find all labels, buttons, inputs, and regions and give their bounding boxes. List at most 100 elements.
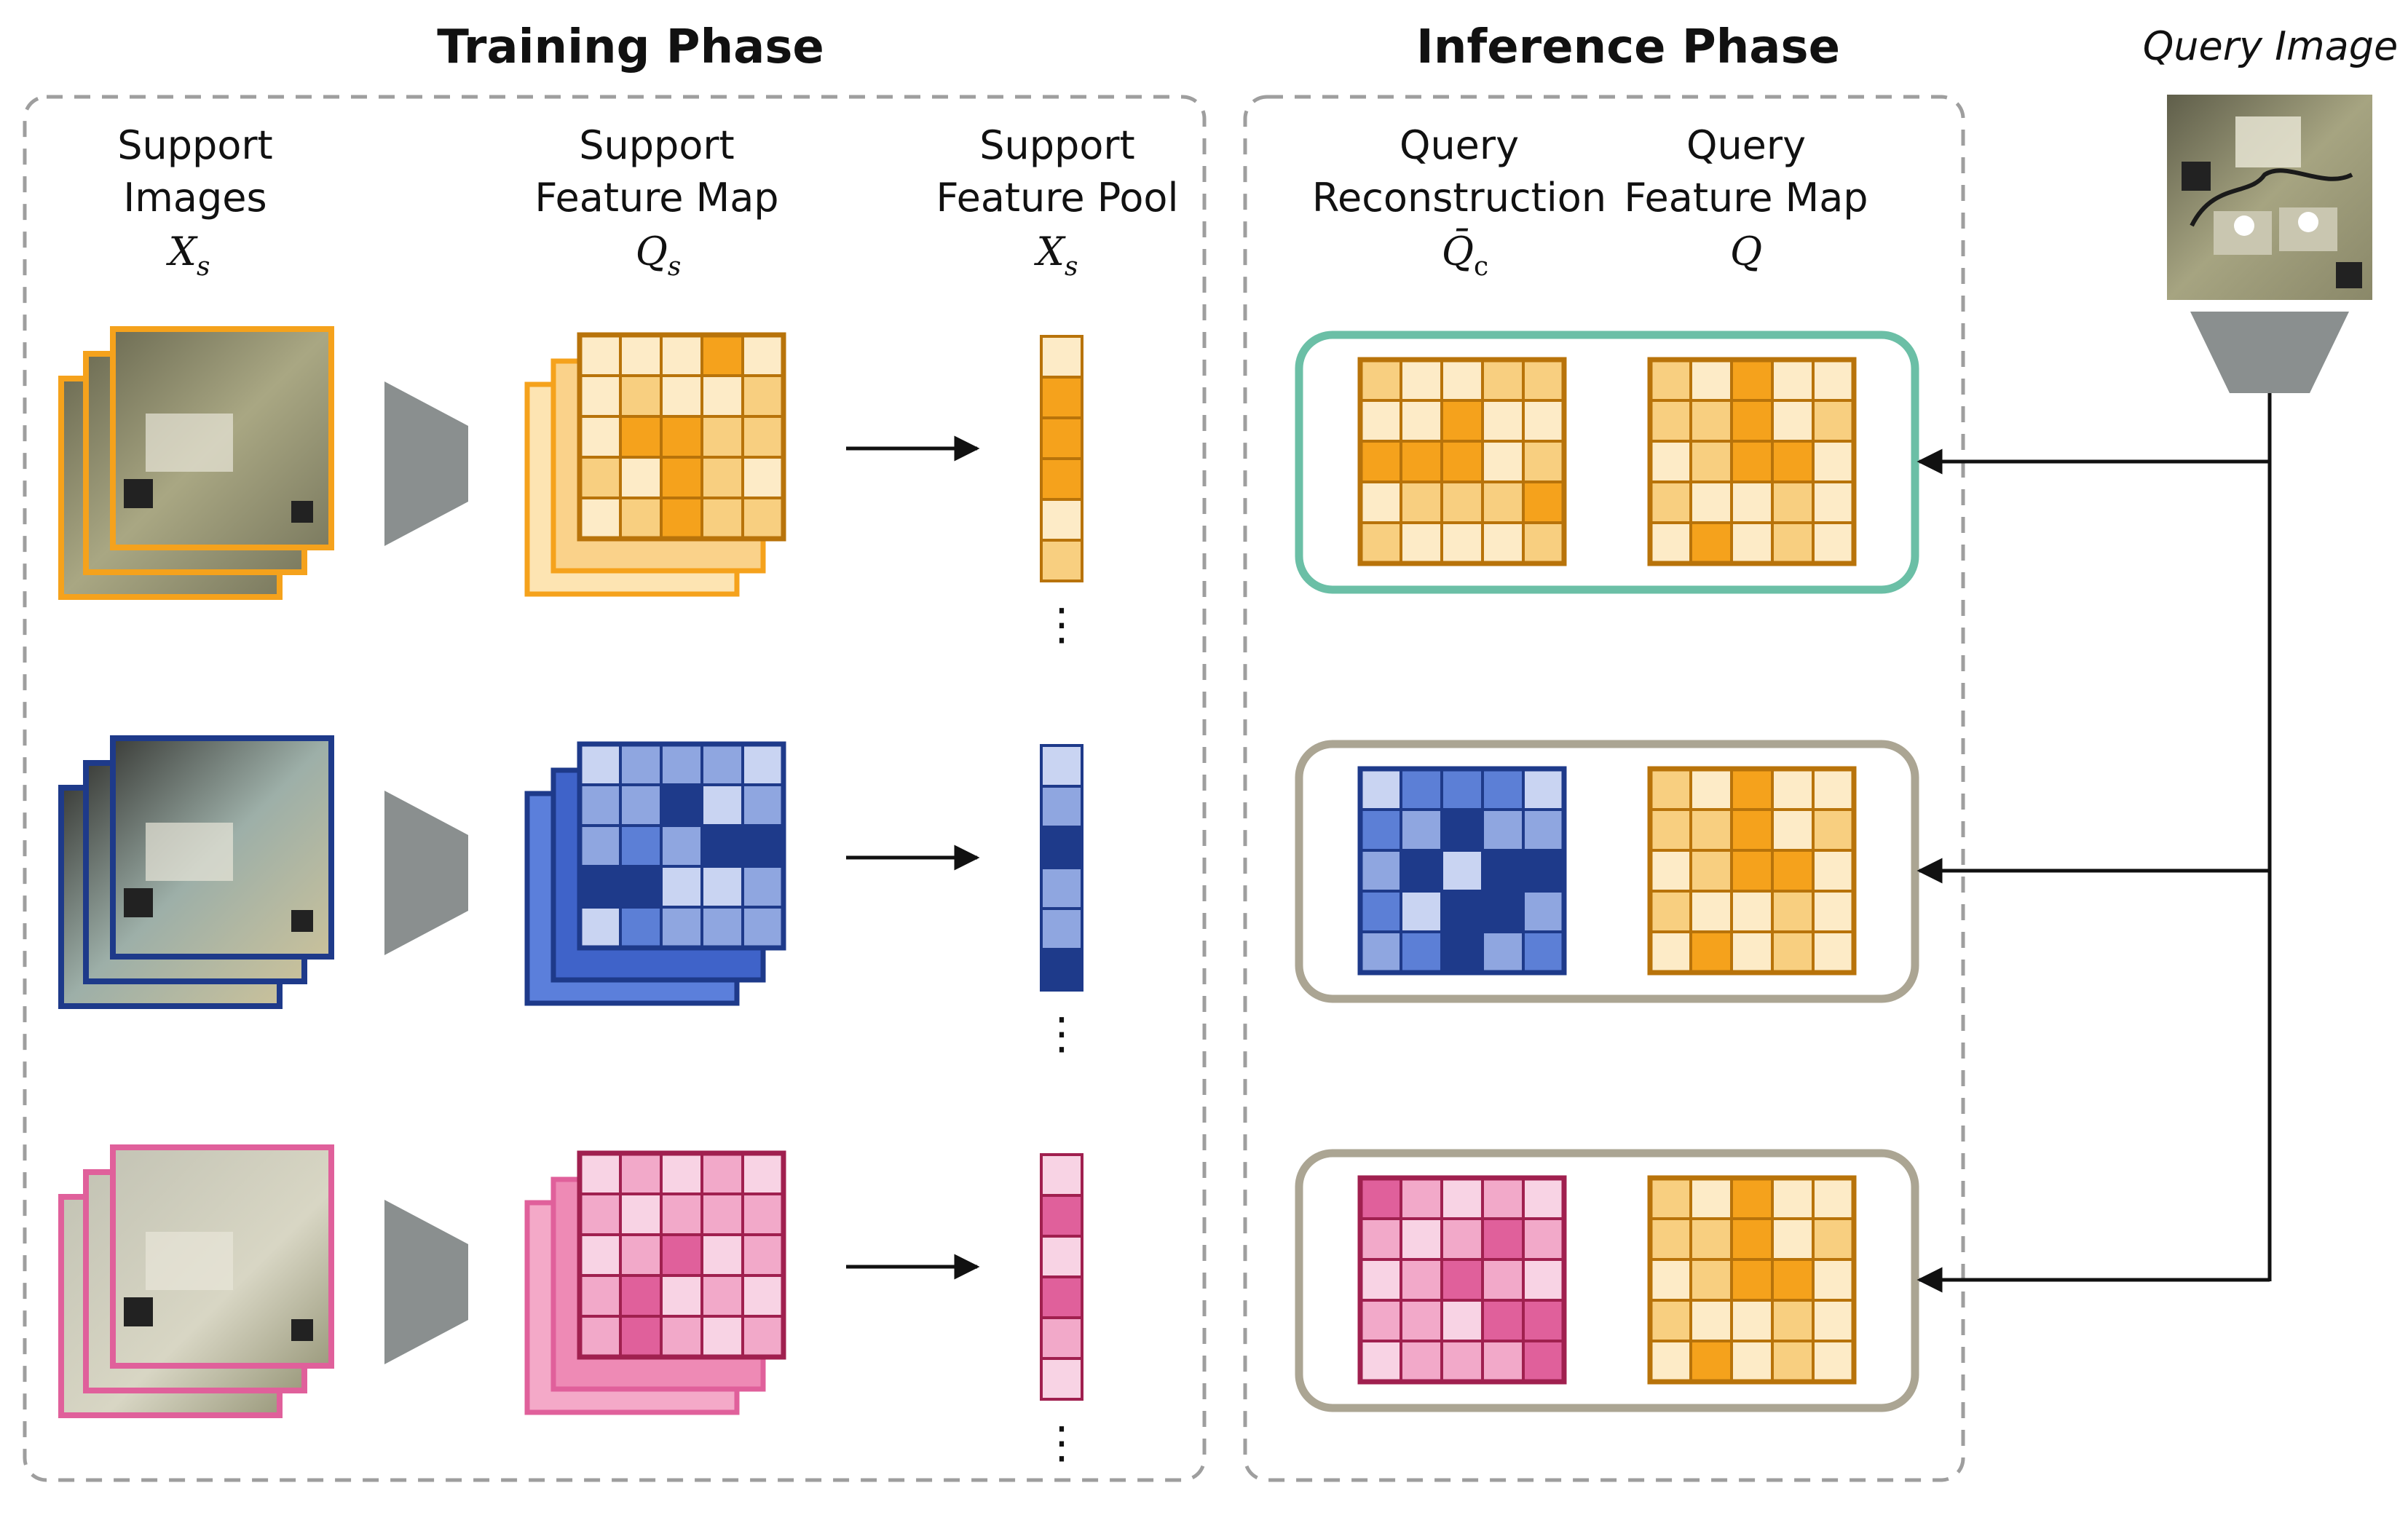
- feature-cell: [1649, 808, 1692, 852]
- feature-cell: [1812, 1340, 1855, 1383]
- feature-cell: [1359, 358, 1402, 402]
- feature-cell: [1771, 849, 1815, 893]
- feature-cell: [700, 374, 744, 418]
- feature-cell: [1481, 1258, 1525, 1302]
- header-support-feature-map-letter: Q: [636, 229, 668, 274]
- feature-cell: [578, 906, 622, 949]
- feature-cell: [1771, 890, 1815, 933]
- feature-cell: [1812, 440, 1855, 483]
- query-reconstruction-pink: [1357, 1175, 1567, 1385]
- feature-cell: [700, 906, 744, 949]
- feature-cell: [660, 497, 703, 540]
- pool-cell: [1040, 1316, 1083, 1360]
- feature-cell: [1359, 1176, 1402, 1220]
- feature-cell: [1359, 1340, 1402, 1383]
- feature-cell: [1522, 930, 1566, 974]
- feature-cell: [741, 374, 785, 418]
- feature-cell: [619, 1152, 663, 1195]
- pool-cell: [1040, 1275, 1083, 1319]
- feature-cell: [1359, 1217, 1402, 1261]
- feature-cell: [1440, 480, 1484, 524]
- feature-cell: [1522, 440, 1566, 483]
- feature-cell: [1481, 849, 1525, 893]
- header-support-images-symbol: Xs: [166, 229, 210, 282]
- header-support-feature-pool-line2: Feature Pool: [936, 175, 1179, 221]
- feature-cell: [1522, 1299, 1566, 1342]
- header-support-feature-pool: Support Feature Pool Xs: [936, 122, 1179, 282]
- feature-cell: [700, 456, 744, 499]
- support-feature-map-pink-outline: [577, 1150, 786, 1360]
- feature-cell: [1400, 358, 1443, 402]
- header-query-reconstruction-symbol: Q̄c: [1442, 228, 1488, 282]
- feature-cell: [741, 497, 785, 540]
- feature-cell: [1481, 930, 1525, 974]
- feature-cell: [1359, 808, 1402, 852]
- feature-cell: [1522, 1176, 1566, 1220]
- query-reconstruction-orange: [1357, 357, 1567, 566]
- feature-cell: [1440, 1299, 1484, 1342]
- feature-cell: [1771, 399, 1815, 443]
- feature-cell: [578, 1192, 622, 1236]
- feature-cell: [1689, 440, 1733, 483]
- query-feature-map-blue: [1647, 766, 1857, 976]
- support-image-marker: [124, 479, 153, 508]
- feature-cell: [619, 824, 663, 868]
- feature-cell: [1481, 890, 1525, 933]
- query-reconstruction-pink-outline: [1357, 1175, 1567, 1385]
- feature-cell: [1649, 1217, 1692, 1261]
- feature-cell: [1359, 440, 1402, 483]
- feature-cell: [1481, 1299, 1525, 1342]
- feature-cell: [1649, 358, 1692, 402]
- feature-cell: [700, 1192, 744, 1236]
- header-query-reconstruction-letter: Q̄: [1442, 228, 1474, 274]
- feature-cell: [578, 1274, 622, 1318]
- feature-cell: [1730, 890, 1774, 933]
- query-feature-map-pink: [1647, 1175, 1857, 1385]
- feature-cell: [1730, 849, 1774, 893]
- feature-cell: [1649, 1258, 1692, 1302]
- support-image-object: [146, 414, 233, 472]
- feature-cell: [700, 824, 744, 868]
- feature-cell: [1812, 1258, 1855, 1302]
- feature-cell: [1400, 930, 1443, 974]
- support-feature-pool-blue: ⋮: [1040, 744, 1083, 1059]
- feature-cell: [578, 824, 622, 868]
- header-query-reconstruction-line1: Query: [1400, 122, 1519, 168]
- support-feature-map-stack-pink: [524, 1150, 786, 1415]
- comparison-box-orange: [1295, 331, 1919, 594]
- pool-cell: [1040, 948, 1083, 992]
- feature-cell: [1440, 930, 1484, 974]
- feature-cell: [741, 333, 785, 377]
- query-feature-map-pink-outline: [1647, 1175, 1857, 1385]
- feature-cell: [660, 1192, 703, 1236]
- feature-cell: [1771, 930, 1815, 974]
- feature-cell: [1812, 1299, 1855, 1342]
- feature-cell: [660, 456, 703, 499]
- feature-cell: [1812, 521, 1855, 565]
- feature-cell: [1440, 521, 1484, 565]
- header-support-feature-map: Support Feature Map Qs: [534, 122, 778, 282]
- feature-cell: [578, 374, 622, 418]
- feature-cell: [1771, 1176, 1815, 1220]
- feature-cell: [1730, 767, 1774, 811]
- support-image-stack-blue: [58, 735, 334, 1009]
- header-support-feature-map-line1: Support: [579, 122, 734, 168]
- feature-cell: [1812, 399, 1855, 443]
- query-image-light-left: [2234, 215, 2254, 236]
- feature-cell: [1812, 358, 1855, 402]
- feature-cell: [1400, 521, 1443, 565]
- feature-cell: [1730, 358, 1774, 402]
- pool-cell: [1040, 866, 1083, 910]
- feature-cell: [1440, 1176, 1484, 1220]
- feature-cell: [700, 1233, 744, 1277]
- feature-cell: [660, 783, 703, 827]
- header-support-feature-map-symbol: Qs: [636, 229, 682, 282]
- feature-cell: [1440, 767, 1484, 811]
- pool-cell: [1040, 1235, 1083, 1278]
- feature-cell: [741, 1192, 785, 1236]
- pool-cell: [1040, 826, 1083, 869]
- feature-cell: [578, 1152, 622, 1195]
- feature-cell: [1440, 440, 1484, 483]
- feature-cell: [1730, 1217, 1774, 1261]
- feature-cell: [1359, 521, 1402, 565]
